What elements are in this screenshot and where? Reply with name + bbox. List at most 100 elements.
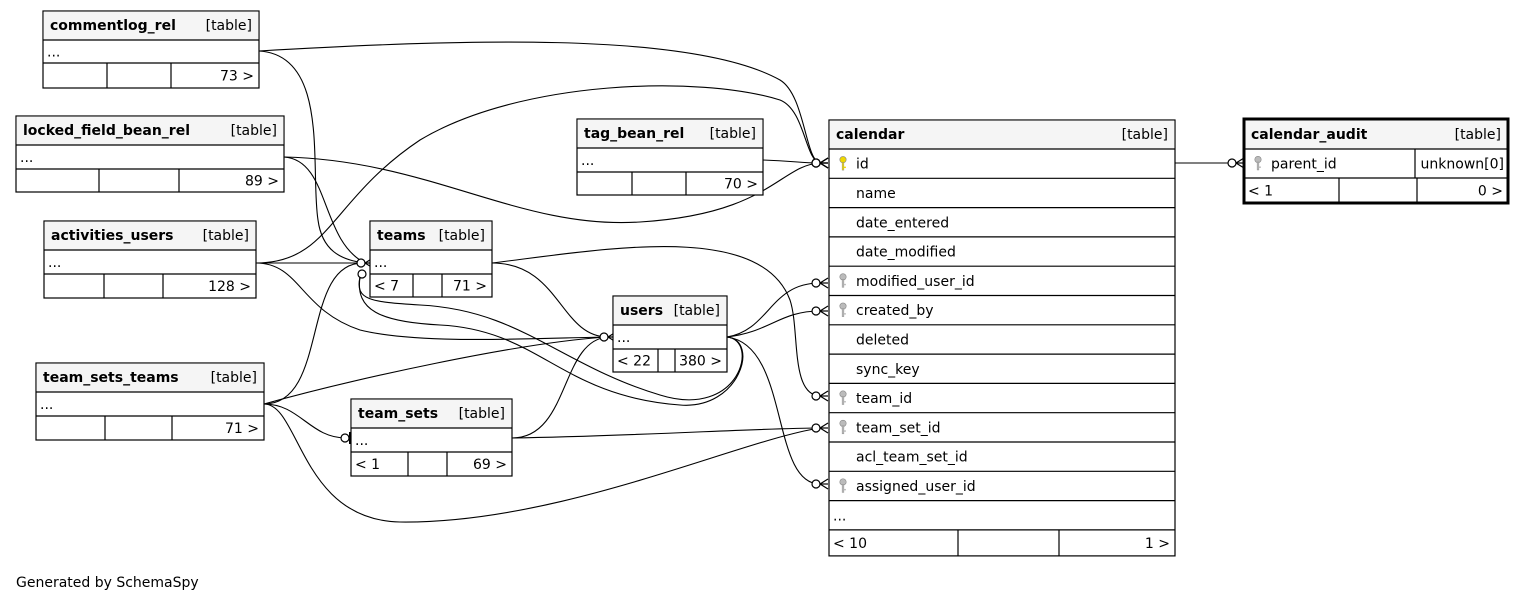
- column-name: ...: [374, 255, 387, 271]
- crowfoot-teams: [356, 257, 374, 269]
- table-locked_field_bean_rel[interactable]: locked_field_bean_rel[table]...89 >: [15, 115, 285, 193]
- edge-tsteams-teams: [263, 262, 366, 405]
- table-name: tag_bean_rel: [584, 126, 684, 142]
- column-row[interactable]: ...: [374, 255, 387, 271]
- column-row[interactable]: acl_team_set_id: [856, 450, 968, 466]
- edge-tsteams-teamsets: [263, 403, 347, 439]
- edge-users-teams-a: [358, 276, 743, 401]
- edge-teamsets-users: [511, 336, 609, 439]
- table-kind: [table]: [674, 303, 720, 319]
- column-row[interactable]: ...: [47, 45, 60, 61]
- column-row[interactable]: deleted: [856, 332, 909, 348]
- column-row[interactable]: team_id: [839, 390, 912, 407]
- table-name: locked_field_bean_rel: [23, 123, 190, 139]
- column-name: created_by: [856, 303, 934, 319]
- crowfoot-modified-user: [811, 277, 829, 289]
- table-tag_bean_rel[interactable]: tag_bean_rel[table]...70 >: [576, 118, 764, 196]
- key-icon: [839, 419, 847, 435]
- column-name: id: [856, 157, 869, 173]
- key-icon: [839, 273, 847, 288]
- column-row[interactable]: date_modified: [856, 245, 956, 261]
- column-name: ...: [355, 433, 368, 449]
- row-count: 0 >: [1478, 184, 1503, 200]
- edge-users-calendar-mod: [726, 282, 821, 338]
- column-row[interactable]: ...: [617, 330, 630, 346]
- column-name: team_id: [856, 391, 912, 407]
- relationship-markers: [340, 157, 1245, 490]
- row-count: 128 >: [208, 279, 251, 295]
- column-name: date_modified: [856, 245, 956, 261]
- table-team_sets_teams[interactable]: team_sets_teams[table]...71 >: [35, 362, 265, 441]
- teams-self-marker: [357, 269, 367, 279]
- column-name: ...: [617, 330, 630, 346]
- row-count: 70 >: [724, 177, 758, 193]
- table-activities_users[interactable]: activities_users [table]... 128 >: [43, 220, 257, 299]
- table-kind: [table]: [1122, 127, 1168, 143]
- relationship-lines: [255, 41, 1235, 523]
- bar-team-sets: [340, 432, 351, 444]
- edge-users-calendar-assigned: [726, 336, 821, 485]
- edge-tsteams-calendar: [263, 403, 821, 523]
- table-kind: [table]: [203, 228, 249, 244]
- edge-locked-calendar: [283, 156, 821, 224]
- parents-count: < 1: [355, 457, 380, 473]
- column-row[interactable]: name: [856, 186, 896, 202]
- table-name: team_sets: [358, 406, 438, 422]
- edge-users-calendar-created: [726, 310, 821, 338]
- edge-commentlog-calendar: [258, 41, 821, 164]
- row-count: 73 >: [220, 69, 254, 85]
- table-name: team_sets_teams: [43, 370, 179, 386]
- table-name: commentlog_rel: [50, 18, 176, 34]
- column-row[interactable]: assigned_user_id: [839, 478, 976, 495]
- edge-users-teams-b: [358, 276, 744, 406]
- column-row[interactable]: team_set_id: [839, 419, 941, 436]
- crowfoot-created-by: [811, 305, 829, 317]
- column-name: parent_id: [1271, 157, 1337, 173]
- column-name: name: [856, 186, 896, 202]
- table-name: calendar: [836, 127, 904, 143]
- column-name: assigned_user_id: [856, 479, 976, 495]
- table-name: users: [620, 303, 663, 319]
- crowfoot-assigned-user: [811, 478, 829, 490]
- row-count: 71 >: [225, 421, 259, 437]
- crowfoot-team-set-id: [811, 422, 829, 434]
- edge-tsteams-users: [263, 336, 609, 405]
- column-row[interactable]: sync_key: [856, 362, 920, 378]
- column-row[interactable]: ...: [40, 397, 53, 413]
- column-name: deleted: [856, 332, 909, 348]
- parents-count: < 7: [374, 279, 399, 295]
- column-row[interactable]: ...: [833, 508, 846, 524]
- table-name: activities_users: [51, 228, 174, 244]
- table-name: teams: [377, 228, 426, 244]
- generated-by-label: Generated by SchemaSpy: [16, 575, 199, 591]
- column-row[interactable]: created_by: [839, 302, 934, 319]
- column-row[interactable]: ...: [355, 433, 368, 449]
- column-row[interactable]: date_entered: [856, 215, 949, 231]
- table-calendar[interactable]: calendar [table] id name date_entered date_mo…: [828, 119, 1176, 557]
- column-row[interactable]: ...: [581, 153, 594, 169]
- column-row[interactable]: id: [839, 156, 869, 173]
- row-count: 1 >: [1145, 536, 1170, 552]
- column-row[interactable]: ...: [48, 255, 61, 271]
- row-count: 71 >: [453, 279, 487, 295]
- column-name: team_set_id: [856, 420, 941, 436]
- column-name: acl_team_set_id: [856, 450, 968, 466]
- key-icon: [839, 478, 847, 493]
- column-name: date_entered: [856, 215, 949, 231]
- column-name: ...: [20, 150, 33, 166]
- key-icon: [1254, 156, 1262, 171]
- key-icon: [839, 390, 847, 405]
- table-kind: [table]: [459, 406, 505, 422]
- crowfoot-team-id: [811, 390, 829, 402]
- table-commentlog_rel[interactable]: commentlog_rel[table]...73 >: [42, 10, 260, 89]
- edge-activities-calendar: [255, 85, 821, 264]
- column-row[interactable]: ...: [20, 150, 33, 166]
- table-kind: [table]: [231, 123, 277, 139]
- column-row[interactable]: modified_user_id: [839, 273, 975, 290]
